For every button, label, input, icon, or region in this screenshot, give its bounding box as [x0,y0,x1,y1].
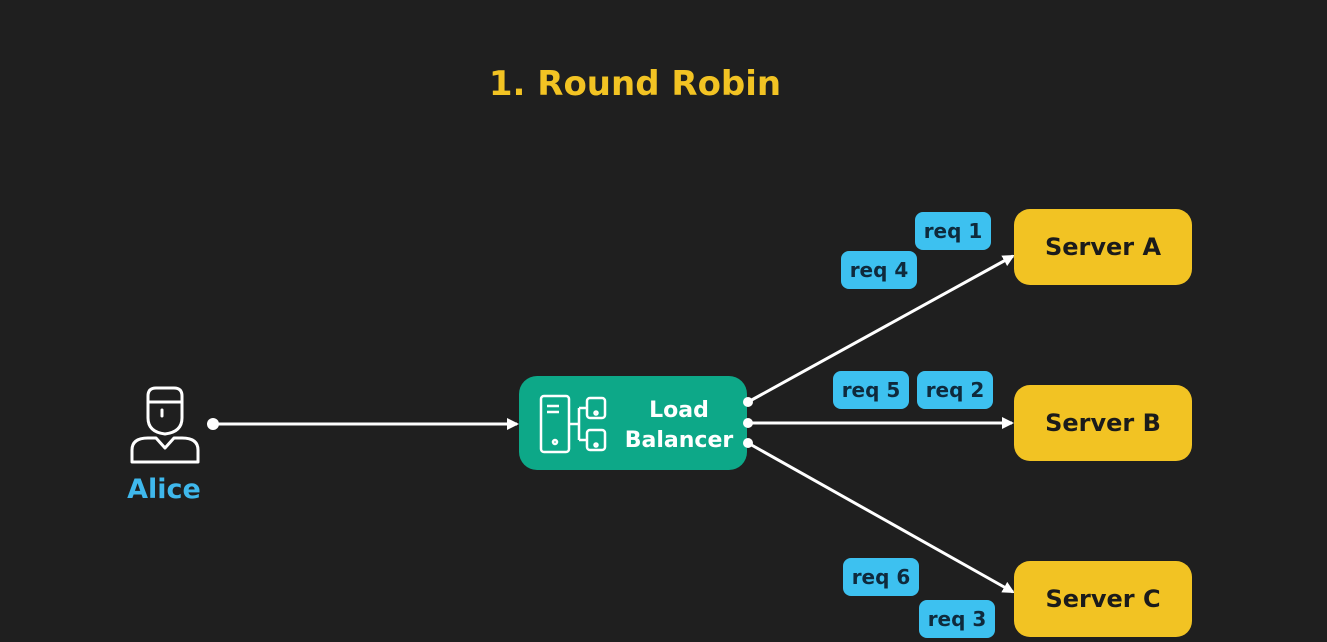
request-badge: req 1 [915,212,991,250]
load-balancer-label-line1: Load [649,398,709,423]
request-badge: req 3 [919,600,995,638]
load-balancer-label-line2: Balancer [624,428,734,453]
load-balancer-label: Load Balancer [619,396,739,456]
request-badge: req 5 [833,371,909,409]
lb-to-server-a-arrow [747,254,1015,404]
request-badge: req 4 [841,251,917,289]
client-label: Alice [127,474,201,505]
load-balancer-icon [539,394,607,454]
request-badge: req 2 [917,371,993,409]
server-c-node[interactable]: Server C [1014,561,1192,637]
lb-port-a [743,397,753,407]
lb-to-server-c-arrow [747,441,1015,594]
request-badge: req 6 [843,558,919,596]
server-b-node[interactable]: Server B [1014,385,1192,461]
diagram-title: 1. Round Robin [488,64,782,104]
lb-port-b [743,418,753,428]
lb-port-c [743,438,753,448]
server-a-node[interactable]: Server A [1014,209,1192,285]
user-icon [130,386,200,464]
load-balancer-node[interactable]: Load Balancer [519,376,747,470]
